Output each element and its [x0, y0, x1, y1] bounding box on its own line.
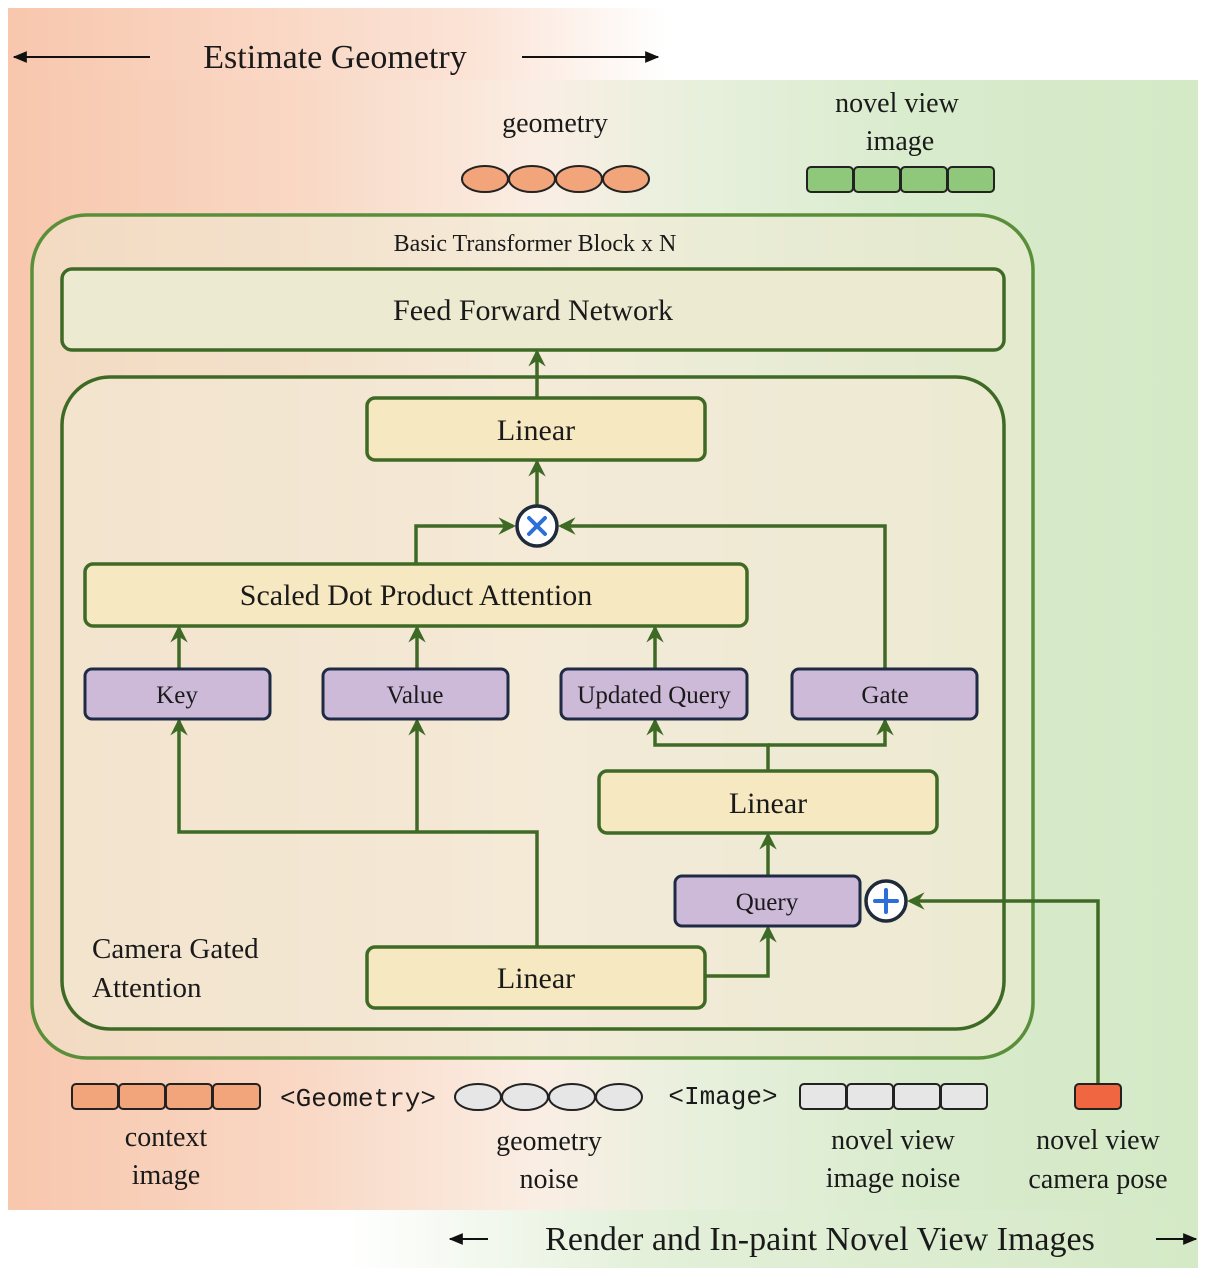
linear-bottom-label: Linear — [497, 962, 575, 995]
novel-view-noise-label-line1: novel view — [831, 1125, 955, 1156]
updated-query-label: Updated Query — [577, 682, 731, 709]
arrow-linear-to-key — [170, 718, 539, 946]
arrow-camera-pose-to-add — [907, 892, 1100, 1084]
image-token — [71, 1083, 119, 1110]
geometry-token — [602, 165, 650, 193]
geometry-noise-label-line1: geometry — [496, 1126, 602, 1157]
noise-token — [454, 1083, 502, 1111]
value-label: Value — [387, 682, 444, 709]
novel-view-image-label-line1: novel view — [835, 88, 959, 119]
novel-view-image-tokens — [806, 166, 995, 193]
camera-pose-label-line2: camera pose — [1028, 1164, 1167, 1195]
noise-token — [501, 1083, 549, 1111]
feed-forward-network-label: Feed Forward Network — [393, 294, 673, 327]
value-box — [321, 667, 510, 721]
sdpa-box — [83, 562, 749, 628]
arrow-linear-to-updated-query — [646, 718, 770, 771]
novel-view-noise-label-line2: image noise — [826, 1163, 961, 1194]
geometry-token-tag: <Geometry> — [280, 1084, 436, 1114]
background-top-band — [8, 8, 668, 80]
noise-token — [548, 1083, 596, 1111]
image-token — [853, 166, 901, 193]
estimate-geometry-label: Estimate Geometry — [203, 39, 466, 76]
image-token — [947, 166, 995, 193]
camera-pose-token — [1074, 1083, 1122, 1110]
arrow-gate-to-multiply — [558, 517, 887, 668]
geometry-token — [508, 165, 556, 193]
linear-mid-label: Linear — [729, 787, 807, 820]
image-token — [806, 166, 854, 193]
image-token — [165, 1083, 213, 1110]
updated-query-box — [559, 667, 749, 721]
noise-token — [595, 1083, 643, 1111]
key-box — [83, 667, 272, 721]
novel-view-noise-tokens — [799, 1083, 988, 1110]
geometry-noise-tokens — [454, 1083, 643, 1111]
arrow-sdpa-to-multiply — [414, 517, 516, 563]
novel-view-image-label-line2: image — [866, 126, 934, 157]
linear-top-label: Linear — [497, 414, 575, 447]
image-token-tag: <Image> — [668, 1082, 777, 1112]
camera-gated-attention-label-line1: Camera Gated — [92, 933, 259, 965]
noise-token — [893, 1083, 941, 1110]
image-token — [118, 1083, 166, 1110]
context-image-label-line2: image — [132, 1160, 200, 1191]
geometry-output-label: geometry — [502, 108, 608, 139]
linear-top-box — [365, 396, 707, 462]
key-label: Key — [156, 682, 198, 709]
geometry-output-tokens — [461, 165, 650, 193]
noise-token — [940, 1083, 988, 1110]
query-label: Query — [736, 889, 799, 916]
geometry-token — [555, 165, 603, 193]
geometry-token — [461, 165, 509, 193]
noise-token — [846, 1083, 894, 1110]
plus-icon — [873, 888, 899, 914]
context-image-tokens — [71, 1083, 261, 1110]
render-inpaint-label: Render and In-paint Novel View Images — [545, 1221, 1095, 1258]
context-image-label-line1: context — [125, 1122, 208, 1153]
image-token — [900, 166, 948, 193]
arrow-linear-to-gate — [768, 718, 894, 747]
camera-pose-label-line1: novel view — [1036, 1125, 1160, 1156]
connections — [170, 349, 1100, 1084]
geometry-noise-label-line2: noise — [519, 1164, 578, 1195]
linear-bottom-box — [365, 945, 707, 1010]
query-box — [673, 874, 862, 928]
sdpa-label: Scaled Dot Product Attention — [240, 579, 592, 612]
image-token — [212, 1083, 261, 1110]
multiply-icon — [527, 516, 547, 536]
gate-label: Gate — [861, 682, 908, 709]
gate-box — [790, 667, 979, 721]
background-bottom-band — [348, 1210, 1198, 1268]
arrow-linear-to-query — [706, 925, 777, 978]
noise-token — [799, 1083, 847, 1110]
linear-mid-box — [597, 769, 939, 835]
camera-gated-attention-label-line2: Attention — [92, 972, 202, 1004]
transformer-block-title: Basic Transformer Block x N — [394, 231, 677, 257]
